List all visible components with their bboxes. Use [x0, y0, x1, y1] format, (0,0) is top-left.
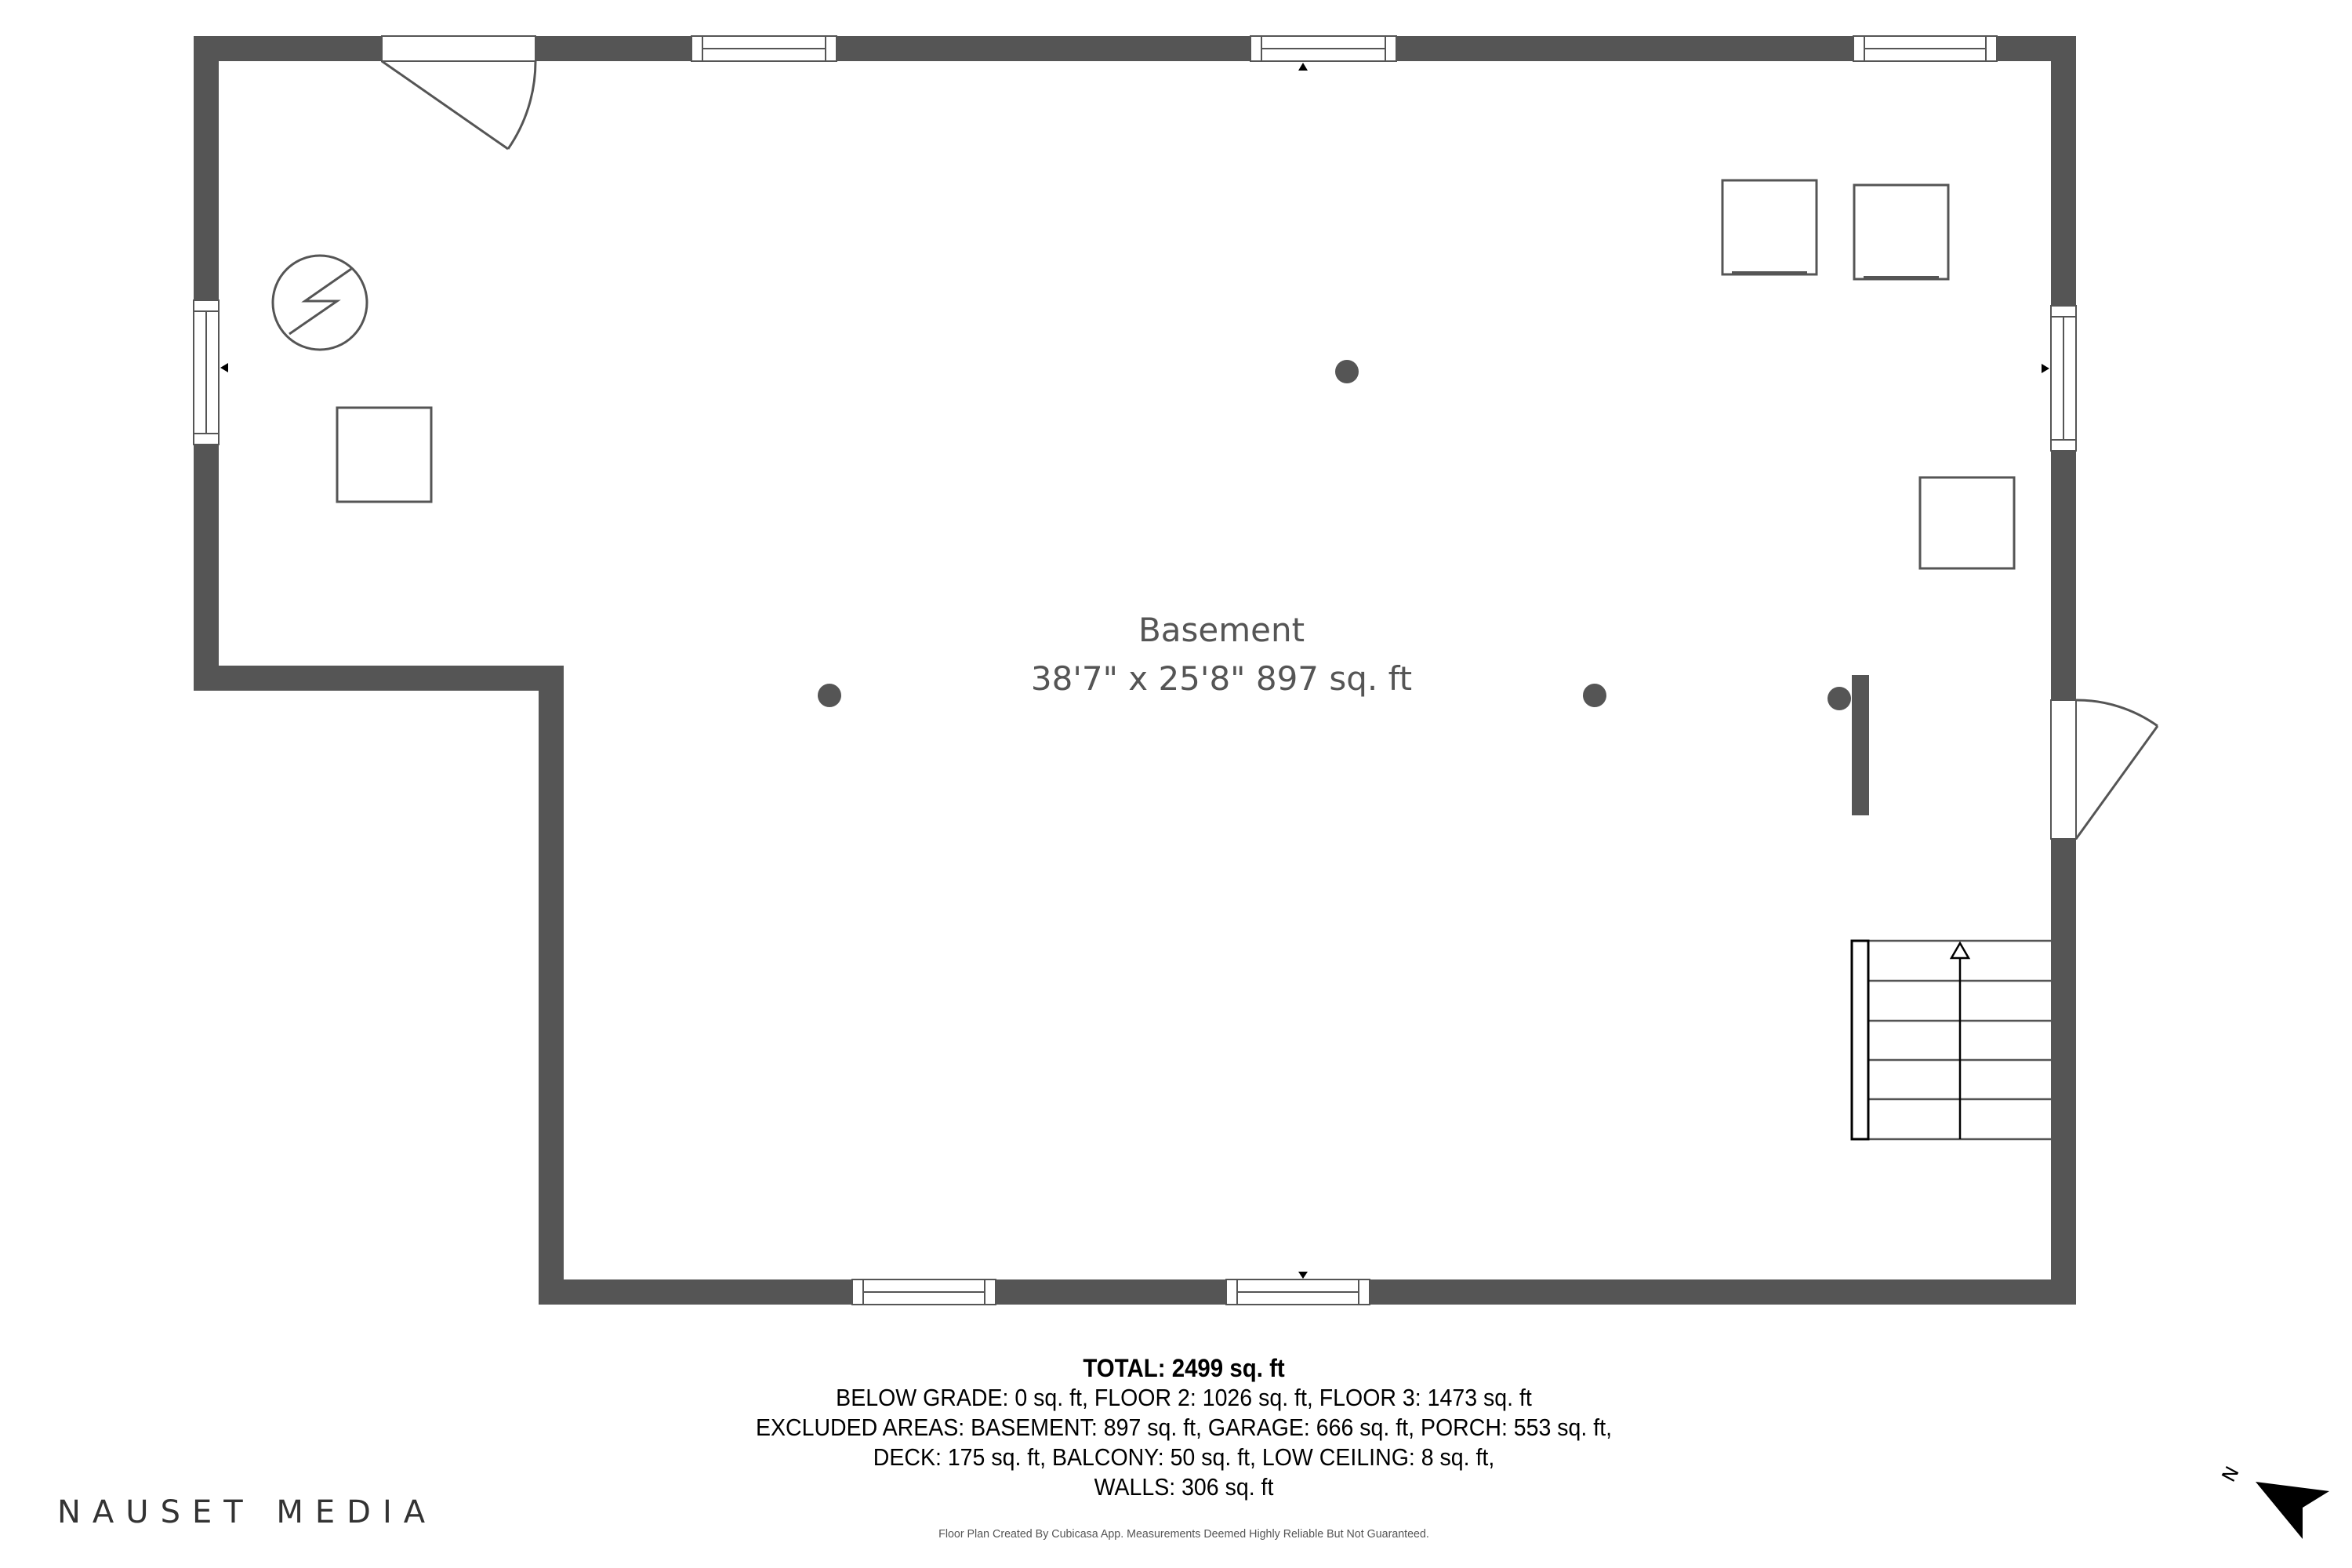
door-swing-arc: [506, 60, 537, 150]
brand-logo: NAUSET MEDIA: [57, 1494, 437, 1530]
bottom-window-1: [851, 1279, 996, 1305]
summary-line: DECK: 175 sq. ft, BALCONY: 50 sq. ft, LO…: [873, 1443, 1495, 1471]
top-left-door: [381, 35, 537, 151]
right-door: [2050, 699, 2159, 840]
summary-line: WALLS: 306 sq. ft: [1094, 1473, 1274, 1501]
appliance-1: [1721, 179, 1818, 276]
door-leaf: [2074, 725, 2159, 840]
bottom-marker-icon: [1298, 1272, 1308, 1279]
right-box: [1918, 476, 2016, 570]
stairs: [1850, 939, 2051, 1141]
appliance-2: [1853, 183, 1950, 281]
windows: [193, 35, 2077, 1305]
window-markers: [220, 63, 2049, 1279]
top-marker-icon: [1298, 63, 1308, 71]
room-dimensions: 38'7" x 25'8" 897 sq. ft: [1030, 659, 1413, 698]
left-window: [193, 299, 220, 445]
summary-line: EXCLUDED AREAS: BASEMENT: 897 sq. ft, GA…: [755, 1414, 1613, 1441]
top-window-1: [691, 35, 837, 62]
top-window-2: [1250, 35, 1397, 62]
north-label: N: [2219, 1463, 2244, 1486]
stair-up-arrow-icon: [1949, 941, 1971, 960]
post-2: [818, 684, 841, 707]
right-window: [2050, 305, 2077, 452]
fixtures: [336, 179, 2016, 570]
partition-wall: [1852, 675, 1869, 815]
stair-handrail: [1850, 939, 1870, 1141]
right-marker-icon: [2042, 364, 2049, 373]
top-window-3: [1853, 35, 1998, 62]
total-area: TOTAL: 2499 sq. ft: [1083, 1354, 1285, 1382]
summary-line: BELOW GRADE: 0 sq. ft, FLOOR 2: 1026 sq.…: [836, 1384, 1532, 1411]
post-4: [1828, 687, 1851, 710]
room-name: Basement: [1138, 611, 1305, 649]
post-1: [1335, 360, 1359, 383]
left-marker-icon: [220, 363, 228, 372]
doors: [381, 35, 2159, 840]
area-summary: TOTAL: 2499 sq. ft BELOW GRADE: 0 sq. ft…: [549, 1353, 1819, 1502]
left-box: [336, 406, 433, 503]
north-arrow-icon: N: [2219, 1463, 2329, 1539]
disclaimer-footnote: Floor Plan Created By Cubicasa App. Meas…: [938, 1527, 1429, 1541]
bottom-window-2: [1225, 1279, 1370, 1305]
post-3: [1583, 684, 1606, 707]
door-leaf: [381, 60, 509, 151]
door-swing-arc: [2075, 699, 2158, 728]
electrical-panel-icon: [271, 254, 368, 351]
north-arrow-shape: [2256, 1482, 2329, 1539]
support-posts: [818, 360, 1851, 710]
